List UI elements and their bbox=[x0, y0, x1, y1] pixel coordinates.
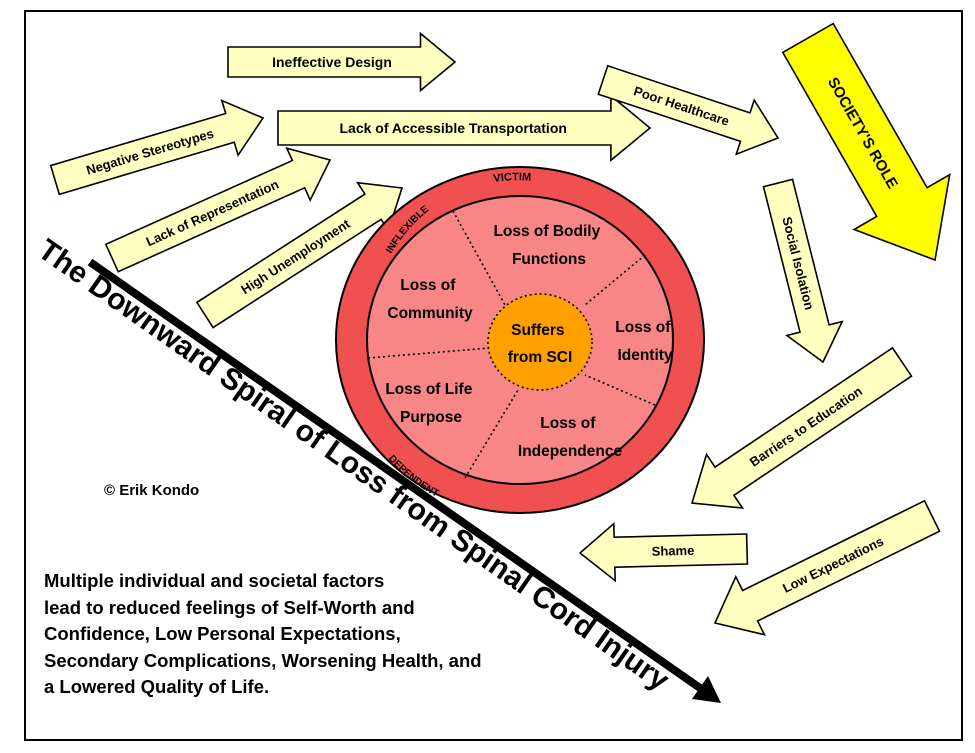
ineffective-design-label: Ineffective Design bbox=[272, 54, 392, 70]
barriers-to-education-arrow: Barriers to Education bbox=[690, 346, 913, 509]
copyright-notice: © Erik Kondo bbox=[104, 482, 200, 499]
lack-of-accessible-transportation-arrow: Lack of Accessible Transportation bbox=[277, 94, 652, 162]
center-label: Suffers from SCI bbox=[508, 322, 573, 366]
ineffective-design-arrow: Ineffective Design bbox=[227, 31, 457, 93]
segment-label-life-purpose: Loss of Life Purpose bbox=[385, 381, 476, 426]
ineffective-design-arrow-shape bbox=[227, 31, 457, 93]
barriers-to-education-arrow-shape bbox=[690, 346, 913, 509]
social-isolation-arrow: Social Isolation bbox=[762, 178, 844, 364]
segment-label-community: Loss of Community bbox=[387, 277, 473, 322]
sci-loss-circle: Suffers from SCI Loss of Bodily Function… bbox=[335, 166, 705, 514]
segment-label-identity: Loss of Identity bbox=[615, 319, 674, 364]
shame-arrow-shape bbox=[578, 521, 749, 583]
lack-of-accessible-transportation-arrow-shape bbox=[277, 94, 652, 162]
description-line: a Lowered Quality of Life. bbox=[44, 676, 270, 697]
low-expectations-arrow: Low Expectations bbox=[713, 499, 941, 636]
segment-dividers bbox=[367, 210, 656, 479]
social-isolation-arrow-shape bbox=[762, 178, 844, 364]
barriers-to-education-label: Barriers to Education bbox=[747, 383, 865, 469]
shame-arrow: Shame bbox=[578, 521, 749, 583]
negative-stereotypes-arrow-shape bbox=[49, 99, 265, 196]
societys-role-arrow-shape bbox=[781, 22, 951, 262]
description-text: Multiple individual and societal factors… bbox=[44, 568, 564, 701]
high-unemployment-label: High Unemployment bbox=[238, 216, 353, 297]
segment-label-independence: Loss of Independence bbox=[518, 415, 623, 460]
societys-role-arrow: SOCIETY'S ROLE bbox=[781, 22, 951, 262]
center-disc bbox=[487, 293, 593, 391]
low-expectations-arrow-shape bbox=[713, 499, 941, 636]
description-line: lead to reduced feelings of Self-Worth a… bbox=[44, 596, 415, 618]
lack-of-accessible-transportation-label: Lack of Accessible Transportation bbox=[339, 120, 566, 136]
segment-label-bodily-functions: Loss of Bodily Functions bbox=[493, 223, 604, 268]
description-line: Multiple individual and societal factors bbox=[44, 570, 385, 591]
description-line: Confidence, Low Personal Expectations, bbox=[44, 623, 401, 644]
ring-label-victim: VICTIM bbox=[493, 171, 532, 185]
lack-of-representation-arrow-shape bbox=[104, 146, 332, 273]
negative-stereotypes-arrow: Negative Stereotypes bbox=[49, 99, 265, 196]
lack-of-representation-label: Lack of Representation bbox=[144, 177, 281, 250]
shame-label: Shame bbox=[652, 543, 695, 559]
description-line: Secondary Complications, Worsening Healt… bbox=[44, 649, 482, 671]
high-unemployment-arrow-shape bbox=[195, 181, 404, 329]
frame-border bbox=[24, 10, 963, 741]
downward-spiral-arrow bbox=[87, 258, 721, 703]
poor-healthcare-arrow-shape bbox=[597, 64, 780, 156]
